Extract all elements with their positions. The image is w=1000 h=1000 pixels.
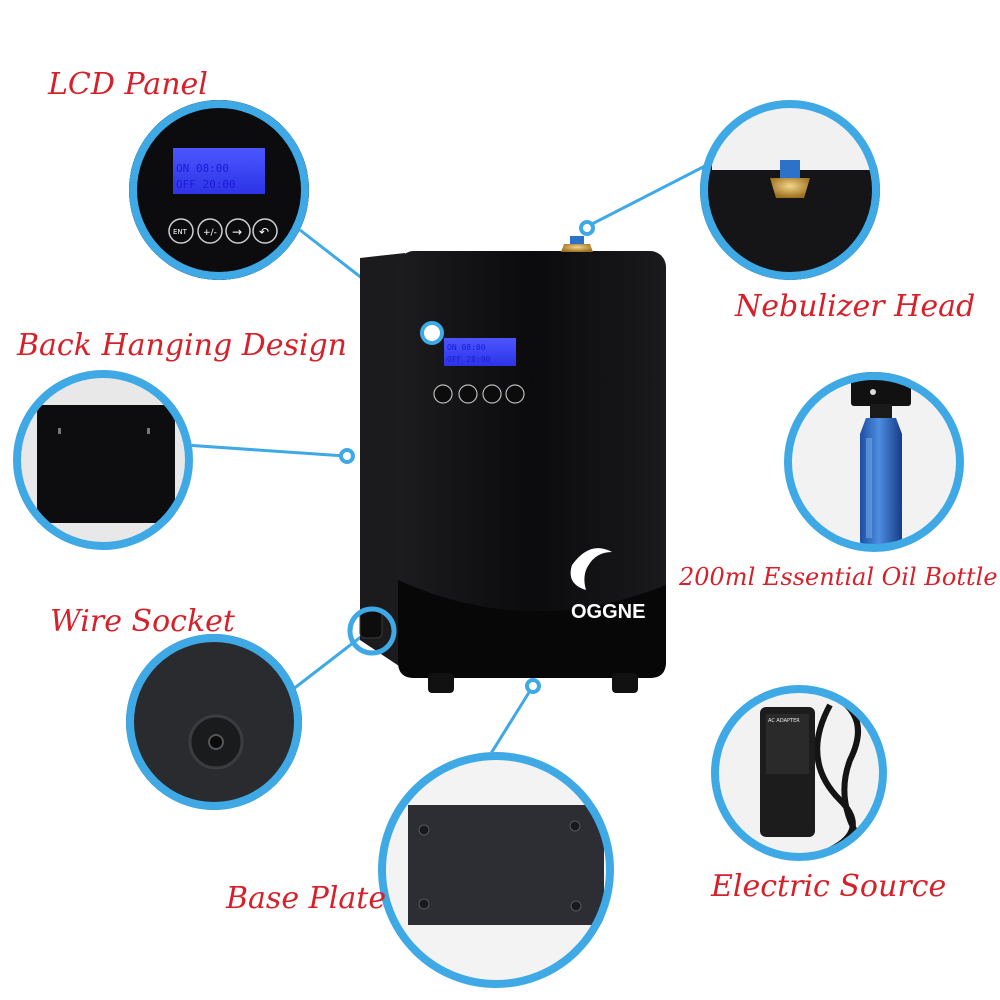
oil-bottle-circle: [784, 372, 964, 552]
brand-logo-text: OGGNE: [571, 601, 645, 623]
lcd-panel-label: LCD Panel: [48, 67, 208, 102]
diffuser-device: ON 08:00 OFF 20:00 OGGNE: [359, 236, 666, 693]
nebulizer-head-label: Nebulizer Head: [735, 289, 976, 324]
wire-socket-label: Wire Socket: [50, 604, 235, 639]
svg-text:ENT: ENT: [173, 228, 188, 236]
back-hanging-label: Back Hanging Design: [17, 328, 347, 363]
svg-text:ON 08:00: ON 08:00: [176, 162, 229, 175]
svg-text:ON 08:00: ON 08:00: [447, 343, 486, 352]
oil-bottle-label: 200ml Essential Oil Bottle: [679, 563, 998, 591]
base-plate-circle: [378, 752, 614, 988]
svg-text:OFF 20:00: OFF 20:00: [447, 355, 491, 364]
back-hanging-circle: [13, 370, 193, 550]
lcd-panel-circle: ON 08:00 OFF 20:00 ENT +/- → ↶: [129, 100, 309, 280]
nebulizer-head-circle: [700, 100, 880, 280]
svg-text:→: →: [232, 225, 242, 239]
base-plate-label: Base Plate: [226, 881, 387, 916]
socket-highlight-ring: [347, 606, 397, 656]
wire-socket-circle: [126, 634, 302, 810]
adapter-label-text: AC ADAPTER: [768, 718, 800, 724]
electric-source-label: Electric Source: [711, 869, 947, 904]
electric-source-circle: AC ADAPTER: [711, 685, 887, 861]
svg-text:↶: ↶: [259, 225, 269, 239]
anchor-dots: [339, 220, 595, 694]
svg-text:OFF 20:00: OFF 20:00: [176, 178, 236, 191]
svg-text:+/-: +/-: [203, 228, 217, 238]
